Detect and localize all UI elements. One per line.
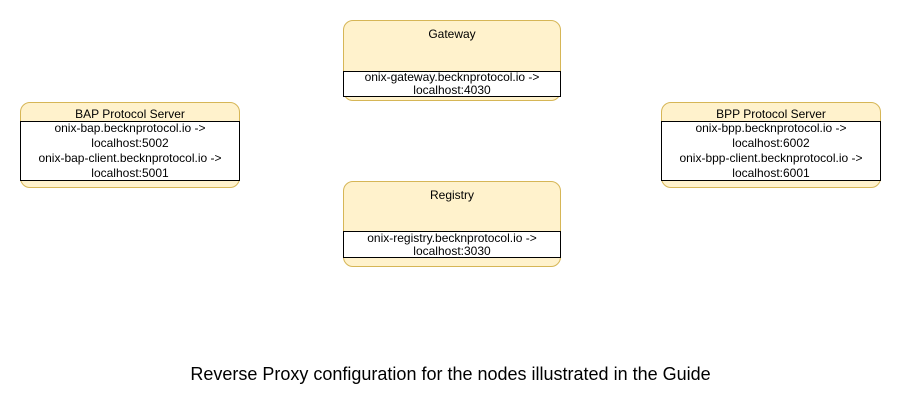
mapping-line: localhost:4030 xyxy=(413,83,491,97)
diagram-caption: Reverse Proxy configuration for the node… xyxy=(190,364,711,384)
node-bap-mapping-box: onix-bap.becknprotocol.io -> localhost:5… xyxy=(20,121,240,181)
node-registry: Registry onix-registry.becknprotocol.io … xyxy=(343,181,561,267)
mapping-line: onix-bpp-client.becknprotocol.io -> xyxy=(679,151,863,165)
node-gateway: Gateway onix-gateway.becknprotocol.io ->… xyxy=(343,20,561,101)
node-gateway-title: Gateway xyxy=(428,27,476,41)
mapping-line: localhost:5001 xyxy=(91,166,169,180)
node-registry-title: Registry xyxy=(429,188,474,202)
node-bpp-protocol-server: BPP Protocol Server onix-bpp.becknprotoc… xyxy=(661,102,881,188)
node-gateway-mapping-box: onix-gateway.becknprotocol.io -> localho… xyxy=(343,71,561,97)
mapping-line: localhost:6002 xyxy=(732,136,810,150)
mapping-line: onix-registry.becknprotocol.io -> xyxy=(367,230,537,245)
node-bap-protocol-server: BAP Protocol Server onix-bap.becknprotoc… xyxy=(20,102,240,188)
node-registry-mapping-box: onix-registry.becknprotocol.io -> localh… xyxy=(343,231,561,258)
node-bpp-title: BPP Protocol Server xyxy=(716,107,826,121)
mapping-line: onix-bpp.becknprotocol.io -> xyxy=(695,121,847,135)
node-bap-title: BAP Protocol Server xyxy=(75,107,185,121)
mapping-line: onix-bap-client.becknprotocol.io -> xyxy=(38,151,222,165)
mapping-line: localhost:5002 xyxy=(91,136,169,150)
mapping-line: localhost:3030 xyxy=(413,243,491,258)
mapping-line: onix-gateway.becknprotocol.io -> xyxy=(364,70,540,84)
mapping-line: localhost:6001 xyxy=(732,166,810,180)
mapping-line: onix-bap.becknprotocol.io -> xyxy=(54,121,206,135)
node-bpp-mapping-box: onix-bpp.becknprotocol.io -> localhost:6… xyxy=(661,121,881,181)
